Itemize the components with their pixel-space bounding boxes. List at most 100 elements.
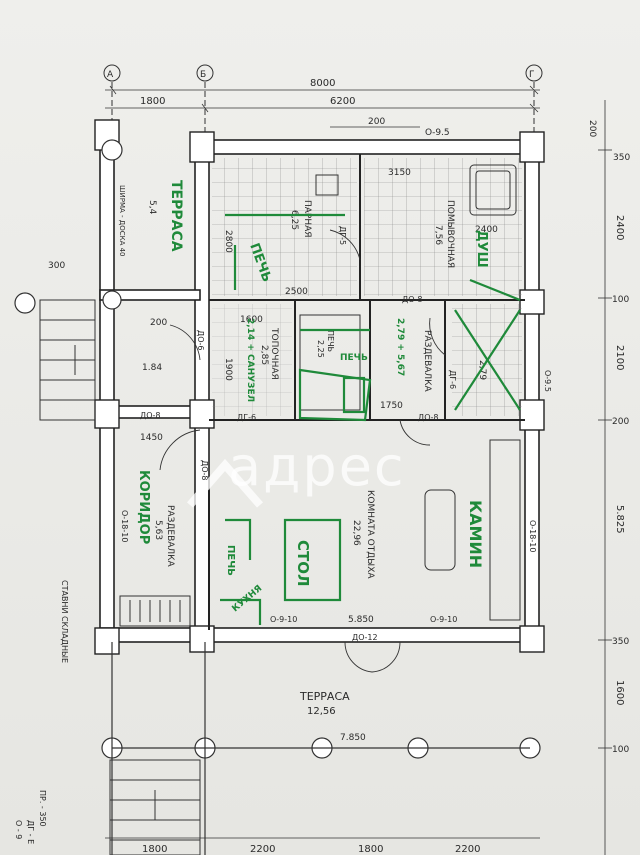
razd-small-name: РАЗДЕВАЛКА xyxy=(422,330,432,393)
right-dim-2400: 2400 xyxy=(614,215,625,240)
axis-g-label: Г xyxy=(529,70,535,80)
watermark-text: адрес xyxy=(228,435,406,498)
right-dim-200: 200 xyxy=(587,120,597,137)
right-dim-2100: 2100 xyxy=(614,345,625,370)
right-dim-350-top: 350 xyxy=(613,153,630,163)
bottom-dim-2200b: 2200 xyxy=(455,844,480,855)
dim-3150: 3150 xyxy=(388,168,411,178)
dim-200-left: 200 xyxy=(150,318,167,328)
dim-8000: 8000 xyxy=(310,78,335,89)
footnote-2: ДГ - Е xyxy=(26,820,35,844)
annot-pech-2: ПЕЧЬ xyxy=(225,545,236,576)
annot-stol: СТОЛ xyxy=(294,540,312,586)
steam-room-area: 6,25 xyxy=(289,210,299,230)
green-markup-lines xyxy=(220,213,521,625)
stavni-label: СТАВНИ СКЛАДНЫЕ xyxy=(60,580,69,663)
shirma-label: ШИРМА - ДОСКА 40 xyxy=(118,185,126,257)
bottom-dim-2200a: 2200 xyxy=(250,844,275,855)
wash-room-tiles xyxy=(364,158,522,296)
dim-6200: 6200 xyxy=(330,96,355,107)
dim-5850: 5.850 xyxy=(348,615,374,625)
fireplace-shape xyxy=(424,489,456,571)
dim-1800: 1800 xyxy=(140,96,165,107)
door-do8-b: ДО-8 xyxy=(140,411,161,420)
axis-markers xyxy=(103,64,543,140)
rest-room-area: 22,96 xyxy=(351,520,361,546)
right-dim-350: 350 xyxy=(612,637,629,647)
annot-pech-small: ПЕЧЬ xyxy=(340,353,368,363)
terrace-top-area: 5,4 xyxy=(147,200,157,215)
razd-main-area: 5,63 xyxy=(153,520,163,540)
stove-box xyxy=(315,174,339,196)
dim-2800: 2800 xyxy=(223,230,233,253)
win-o95-right: О-9.5 xyxy=(543,370,552,392)
right-dim-1600: 1600 xyxy=(614,680,625,705)
right-dim-100a: 100 xyxy=(612,295,629,305)
stairs-left xyxy=(39,299,96,421)
right-dim-5825: 5.825 xyxy=(614,505,625,534)
top-dimension-lines xyxy=(105,85,540,128)
door-do6: ДО-6 xyxy=(196,330,205,351)
bottom-dim-1800b: 1800 xyxy=(358,844,383,855)
stove-block xyxy=(299,314,361,411)
wash-room-area: 7,56 xyxy=(433,225,443,245)
log-corners xyxy=(94,119,545,655)
furnace-area: 2,85 xyxy=(259,345,269,365)
dim-1450: 1450 xyxy=(140,433,163,443)
terrace-posts xyxy=(14,139,541,855)
door-dg5: ДГ-5 xyxy=(338,226,347,245)
stairs-bottom xyxy=(109,759,201,855)
dim-1900: 1900 xyxy=(223,358,233,381)
annot-formula: 2,79 + 5,67 xyxy=(395,318,405,376)
win-o95-top: О-9.5 xyxy=(425,128,450,138)
win-o910-a: О-9-10 xyxy=(270,615,297,624)
right-dimension-lines xyxy=(598,100,612,855)
win-o1810-right: О-18-10 xyxy=(528,520,537,552)
furnace-tiles xyxy=(212,304,292,416)
annot-dush: ДУШ xyxy=(474,230,489,268)
door-do8-d: ДО-8 xyxy=(200,460,209,481)
terrace-bottom-area: 12,56 xyxy=(307,706,336,717)
bottom-dim-1800a: 1800 xyxy=(142,844,167,855)
fixtures xyxy=(119,164,521,627)
footnote-3: О - 9 xyxy=(14,820,23,839)
door-swings xyxy=(159,229,446,673)
steam-room-tiles xyxy=(212,158,357,296)
door-do12: ДО-12 xyxy=(352,633,378,642)
win-o910-b: О-9-10 xyxy=(430,615,457,624)
razd-main-name: РАЗДЕВАЛКА xyxy=(165,505,175,568)
annot-koridor: КОРИДОР xyxy=(136,470,151,544)
win-o1810-left: О-18-10 xyxy=(120,510,129,542)
interior-partitions xyxy=(208,154,525,630)
terrace-bottom-name: ТЕРРАСА xyxy=(299,690,350,703)
right-dim-200b: 200 xyxy=(612,417,629,427)
right-dim-100b: 100 xyxy=(612,745,629,755)
annot-sanuzel: 2,14 + САНУЗЕЛ xyxy=(245,318,255,402)
dim-7850: 7.850 xyxy=(340,733,366,743)
pech-area: 2,25 xyxy=(316,340,325,358)
dim-300: 300 xyxy=(48,261,65,271)
kitchen-counter xyxy=(489,439,521,621)
door-do8-a: ДО-8 xyxy=(402,295,423,304)
wash-room-name: ПОМЫВОЧНАЯ xyxy=(445,200,455,268)
pech-label: ПЕЧЬ xyxy=(326,330,335,352)
bench xyxy=(119,595,191,627)
watermark-logo-icon xyxy=(186,458,264,508)
door-dg6: ДГ-6 xyxy=(237,413,256,422)
dim-1750: 1750 xyxy=(380,401,403,411)
dim-2500: 2500 xyxy=(285,287,308,297)
rest-room-name: КОМНАТА ОТДЫХА xyxy=(365,490,375,579)
dim-2400-inner: 2400 xyxy=(475,225,498,235)
dim-1600: 1600 xyxy=(240,315,263,325)
furnace-name: ТОПОЧНАЯ xyxy=(269,327,279,380)
dim-1-84: 1.84 xyxy=(142,363,162,373)
annot-terrasa: ТЕРРАСА xyxy=(168,180,184,252)
axis-a-label: А xyxy=(107,70,114,80)
door-do8-c: ДО-8 xyxy=(418,413,439,422)
axis-b-label: Б xyxy=(200,70,206,80)
door-dg6-b: ДГ-6 xyxy=(448,370,457,389)
footnote-1: ПР. - 350 xyxy=(38,790,47,827)
dim-200: 200 xyxy=(368,117,385,127)
